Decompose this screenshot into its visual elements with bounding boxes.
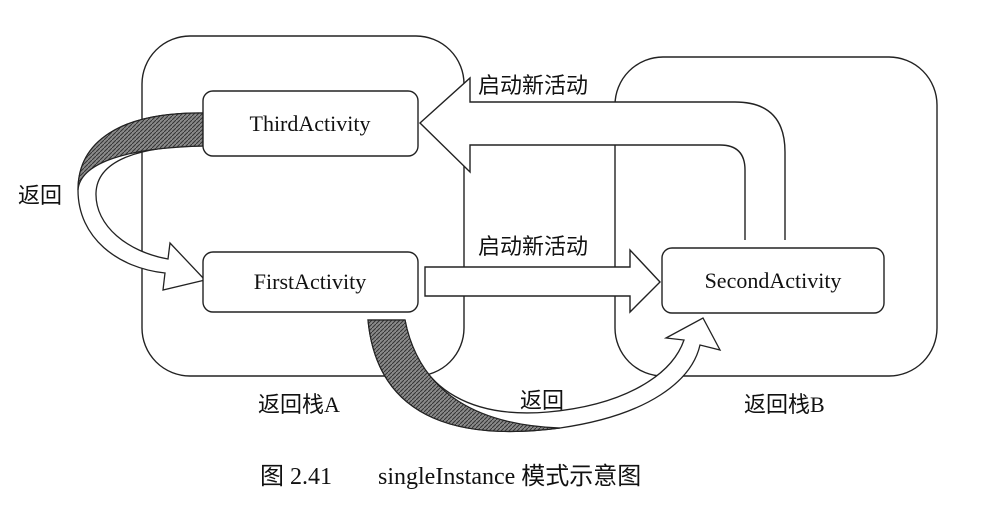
back-arrow-bottom-shade (367, 319, 561, 433)
first-activity-label: FirstActivity (254, 269, 366, 294)
start-new-activity-arrow-middle (424, 248, 661, 314)
start-new-activity-label-middle: 启动新活动 (478, 234, 588, 259)
back-label-bottom: 返回 (520, 388, 564, 413)
second-activity-label: SecondActivity (705, 268, 842, 293)
start-new-activity-arrow-top (418, 76, 786, 240)
back-stack-b-container (614, 56, 938, 377)
figure-caption-text: singleInstance 模式示意图 (378, 463, 641, 490)
second-activity-box (661, 247, 885, 314)
first-activity-box (202, 251, 419, 313)
figure-caption-number: 图 2.41 (260, 464, 332, 490)
back-stack-b-label: 返回栈B (744, 392, 825, 417)
back-stack-a-label: 返回栈A (258, 392, 340, 417)
third-activity-label: ThirdActivity (250, 111, 371, 136)
back-arrow-left-shade (77, 112, 204, 191)
start-new-activity-label-top: 启动新活动 (478, 73, 588, 98)
third-activity-box (202, 90, 419, 157)
back-stack-a-container (141, 35, 465, 377)
back-label-left: 返回 (18, 183, 62, 208)
